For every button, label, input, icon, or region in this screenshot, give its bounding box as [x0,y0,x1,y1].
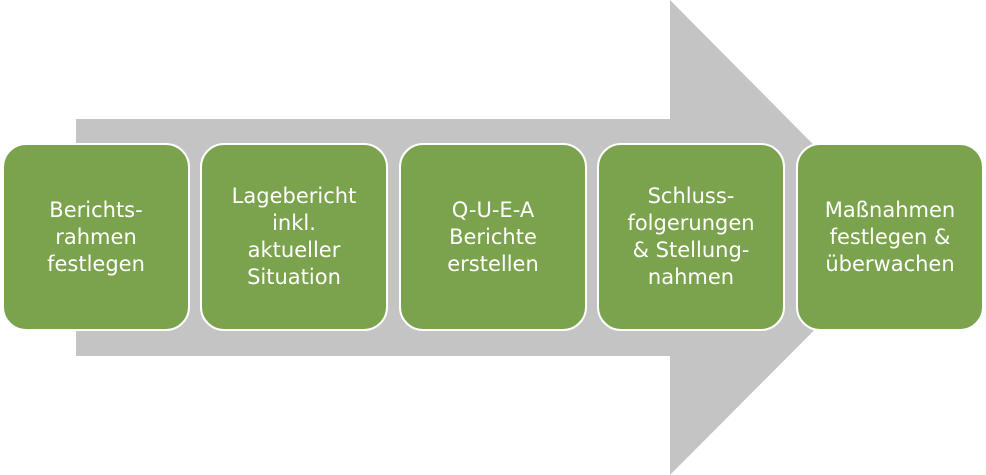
step-label: Schluss- folgerungen & Stellung- nahmen [627,184,755,289]
step-label: Berichts- rahmen festlegen [47,197,145,276]
step-queа-berichte: Q-U-E-A Berichte erstellen [399,143,587,331]
step-label: Maßnahmen festlegen & überwachen [824,197,956,276]
step-schlussfolgerungen: Schluss- folgerungen & Stellung- nahmen [597,143,785,331]
step-label: Lagebericht inkl. aktueller Situation [231,184,357,289]
step-berichtsrahmen: Berichts- rahmen festlegen [2,143,190,331]
step-massnahmen: Maßnahmen festlegen & überwachen [796,143,984,331]
step-label: Q-U-E-A Berichte erstellen [447,197,539,276]
step-lagebericht: Lagebericht inkl. aktueller Situation [200,143,388,331]
